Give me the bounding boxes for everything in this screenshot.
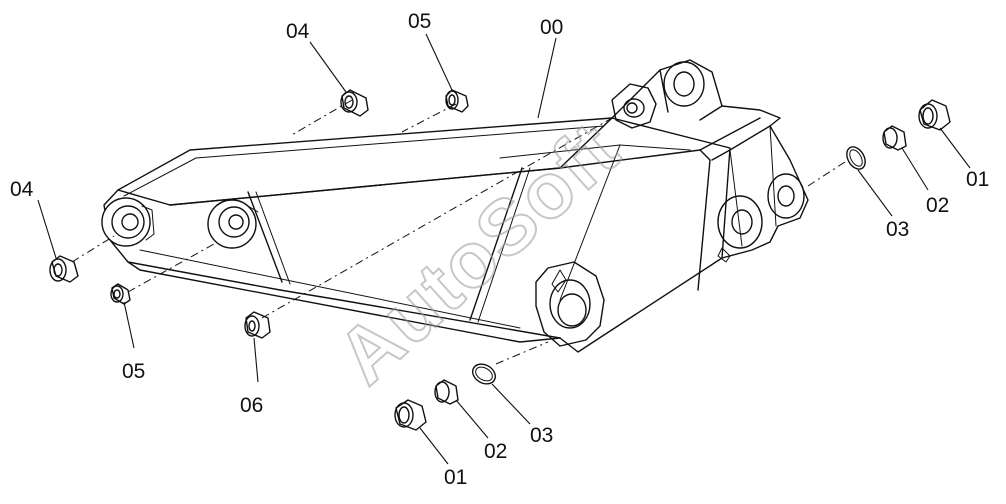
callout-04-top: 04 (286, 20, 310, 43)
ring-03-bottom (471, 363, 497, 385)
callout-02-bottom: 02 (484, 440, 507, 463)
callout-01-right: 01 (966, 168, 989, 191)
bushing-04-top (340, 89, 369, 117)
callout-00: 00 (540, 16, 563, 39)
callout-04-left: 04 (10, 178, 34, 201)
callout-05-top: 05 (408, 10, 431, 33)
ring-02-right (882, 125, 907, 151)
bushing-05-top (445, 89, 469, 113)
leader-lines (37, 33, 971, 465)
assembly-axes (71, 99, 849, 365)
bushing-04-left (49, 255, 79, 283)
bushing-05-left (110, 283, 131, 305)
callout-01-bottom: 01 (444, 466, 467, 489)
callout-05-left: 05 (122, 360, 145, 383)
bushing-01-bottom (394, 399, 427, 431)
callout-03-bottom: 03 (530, 424, 553, 447)
callout-02-right: 02 (926, 194, 949, 217)
callout-06: 06 (240, 394, 263, 417)
watermark: AutoSoft (320, 104, 635, 400)
bushing-06 (244, 311, 271, 339)
callout-03-right: 03 (886, 218, 909, 241)
ring-03-right (846, 146, 866, 170)
arm-body (101, 59, 809, 353)
bushing-01-right (918, 99, 951, 131)
ring-02-bottom (434, 379, 459, 405)
